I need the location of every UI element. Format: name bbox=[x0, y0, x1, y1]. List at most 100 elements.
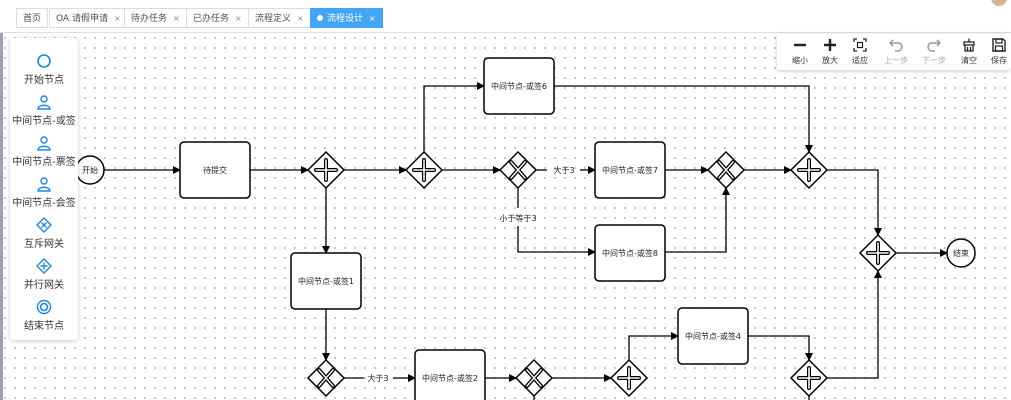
end-event-label: 结束 bbox=[953, 248, 969, 258]
exclusive-gateway[interactable] bbox=[498, 150, 538, 190]
task-node-4[interactable]: 中间节点-或签4 bbox=[677, 307, 749, 365]
palette-label: 互斥网关 bbox=[24, 239, 64, 250]
exclusive-gateway[interactable] bbox=[514, 358, 554, 398]
task-label: 中间节点-或签7 bbox=[602, 165, 658, 175]
tab-process-definition[interactable]: 流程定义 × bbox=[248, 8, 311, 28]
undo-icon bbox=[888, 39, 903, 52]
close-icon[interactable]: × bbox=[113, 14, 121, 23]
tab-label: 首页 bbox=[23, 14, 42, 24]
fit-icon bbox=[853, 38, 867, 52]
tab-label: 流程设计 bbox=[327, 14, 364, 24]
tab-bar: 首页 OA 请假申请 × 待办任务 × 已办任务 × 流程定义 × 流程设计 × bbox=[0, 0, 1011, 33]
user-icon bbox=[37, 136, 51, 151]
toolbar-label: 清空 bbox=[961, 56, 977, 65]
user-icon bbox=[37, 95, 51, 110]
parallel-gateway[interactable] bbox=[858, 233, 898, 273]
task-node-1[interactable]: 中间节点-或签1 bbox=[290, 252, 362, 310]
node-palette: 开始节点 中间节点-或签 中间节点-票签 中间节点-会签 互斥网关 并行网关 结… bbox=[10, 38, 78, 340]
circle-icon bbox=[37, 54, 51, 68]
clear-button[interactable]: 清空 bbox=[954, 37, 984, 66]
palette-start-node[interactable]: 开始节点 bbox=[10, 53, 78, 86]
parallel-gateway[interactable] bbox=[609, 358, 649, 398]
end-event[interactable]: 结束 bbox=[946, 238, 976, 268]
zoom-out-icon bbox=[794, 43, 806, 47]
tab-leave-request[interactable]: OA 请假申请 × bbox=[49, 8, 128, 28]
palette-end-node[interactable]: 结束节点 bbox=[10, 299, 78, 332]
tab-label: 流程定义 bbox=[255, 14, 292, 24]
tab-home[interactable]: 首页 bbox=[16, 8, 49, 28]
task-label: 中间节点-或签6 bbox=[491, 81, 547, 91]
tab-process-design[interactable]: 流程设计 × bbox=[310, 8, 383, 28]
palette-node-counter-sign[interactable]: 中间节点-会签 bbox=[10, 176, 78, 209]
parallel-gateway[interactable] bbox=[789, 150, 829, 190]
connections bbox=[104, 82, 948, 400]
edge-label-le3: 小于等于3 bbox=[499, 213, 536, 223]
fit-button[interactable]: 适应 bbox=[845, 37, 875, 66]
toolbar-label: 放大 bbox=[822, 56, 838, 65]
end-circle-icon bbox=[36, 299, 52, 315]
palette-node-vote-sign[interactable]: 中间节点-票签 bbox=[10, 135, 78, 168]
zoom-in-button[interactable]: 放大 bbox=[815, 37, 845, 66]
task-label: 中间节点-或签1 bbox=[298, 276, 354, 286]
redo-icon bbox=[927, 39, 942, 52]
clear-icon bbox=[963, 38, 975, 52]
save-icon bbox=[992, 38, 1006, 52]
toolbar-label: 下一步 bbox=[922, 56, 946, 65]
flow-gw3-gw4[interactable] bbox=[827, 169, 882, 236]
flow-n4-gw6[interactable] bbox=[748, 335, 813, 361]
flow-gw6-gw4[interactable] bbox=[827, 270, 882, 379]
palette-label: 开始节点 bbox=[24, 75, 64, 86]
palette-parallel-gateway[interactable]: 并行网关 bbox=[10, 258, 78, 291]
save-button[interactable]: 保存 bbox=[984, 37, 1011, 66]
exclusive-gateway-icon bbox=[36, 217, 52, 233]
active-dot-icon bbox=[317, 14, 323, 21]
flow-gw5-n4[interactable] bbox=[628, 332, 679, 360]
close-icon[interactable]: × bbox=[297, 14, 304, 23]
toolbar-label: 上一步 bbox=[884, 56, 908, 65]
task-label: 中间节点-或签2 bbox=[422, 373, 478, 383]
palette-label: 结束节点 bbox=[24, 321, 64, 332]
task-node-2[interactable]: 中间节点-或签2 bbox=[414, 349, 486, 400]
user-icon bbox=[37, 177, 51, 192]
task-label: 中间节点-或签8 bbox=[602, 248, 658, 258]
close-icon[interactable]: × bbox=[235, 14, 242, 23]
palette-label: 中间节点-或签 bbox=[12, 116, 76, 127]
redo-button[interactable]: 下一步 bbox=[919, 37, 949, 66]
toolbar-label: 保存 bbox=[991, 56, 1007, 65]
palette-label: 并行网关 bbox=[24, 280, 64, 291]
left-edge-bar bbox=[0, 33, 3, 400]
close-icon[interactable]: × bbox=[369, 14, 376, 23]
toolbar-label: 适应 bbox=[852, 56, 868, 65]
palette-label: 中间节点-票签 bbox=[12, 157, 76, 168]
task-node-8[interactable]: 中间节点-或签8 bbox=[594, 224, 666, 282]
close-icon[interactable]: × bbox=[173, 14, 180, 23]
start-event-label: 开始 bbox=[82, 165, 98, 175]
toolbar-label: 缩小 bbox=[792, 56, 808, 65]
toolbar: 缩小 放大 适应 上一步 下一步 清空 保存 bbox=[777, 34, 1011, 70]
task-submit[interactable]: 待提交 bbox=[179, 141, 251, 199]
parallel-gateway[interactable] bbox=[789, 358, 829, 398]
palette-exclusive-gateway[interactable]: 互斥网关 bbox=[10, 217, 78, 250]
task-node-7[interactable]: 中间节点-或签7 bbox=[594, 141, 666, 199]
exclusive-gateway[interactable] bbox=[306, 358, 346, 398]
tab-label: OA 请假申请 bbox=[56, 14, 108, 24]
avatar[interactable] bbox=[991, 0, 1007, 6]
parallel-gateway-icon bbox=[36, 258, 52, 274]
palette-node-or-sign[interactable]: 中间节点-或签 bbox=[10, 94, 78, 127]
undo-button[interactable]: 上一步 bbox=[881, 37, 911, 66]
parallel-gateway[interactable] bbox=[306, 150, 346, 190]
tab-label: 待办任务 bbox=[131, 14, 168, 24]
zoom-in-icon bbox=[824, 39, 836, 51]
start-event[interactable]: 开始 bbox=[75, 155, 105, 185]
parallel-gateway[interactable] bbox=[404, 150, 444, 190]
flow-n6-gw3[interactable] bbox=[554, 85, 813, 153]
task-node-6[interactable]: 中间节点-或签6 bbox=[483, 57, 555, 115]
task-label: 待提交 bbox=[203, 165, 227, 175]
zoom-out-button[interactable]: 缩小 bbox=[785, 37, 815, 66]
flow-n8-x2[interactable] bbox=[665, 187, 730, 253]
flow-x1-n8-b[interactable] bbox=[517, 226, 596, 256]
flow-gw2-n6[interactable] bbox=[423, 82, 485, 152]
exclusive-gateway[interactable] bbox=[706, 150, 746, 190]
tab-label: 已办任务 bbox=[193, 14, 230, 24]
